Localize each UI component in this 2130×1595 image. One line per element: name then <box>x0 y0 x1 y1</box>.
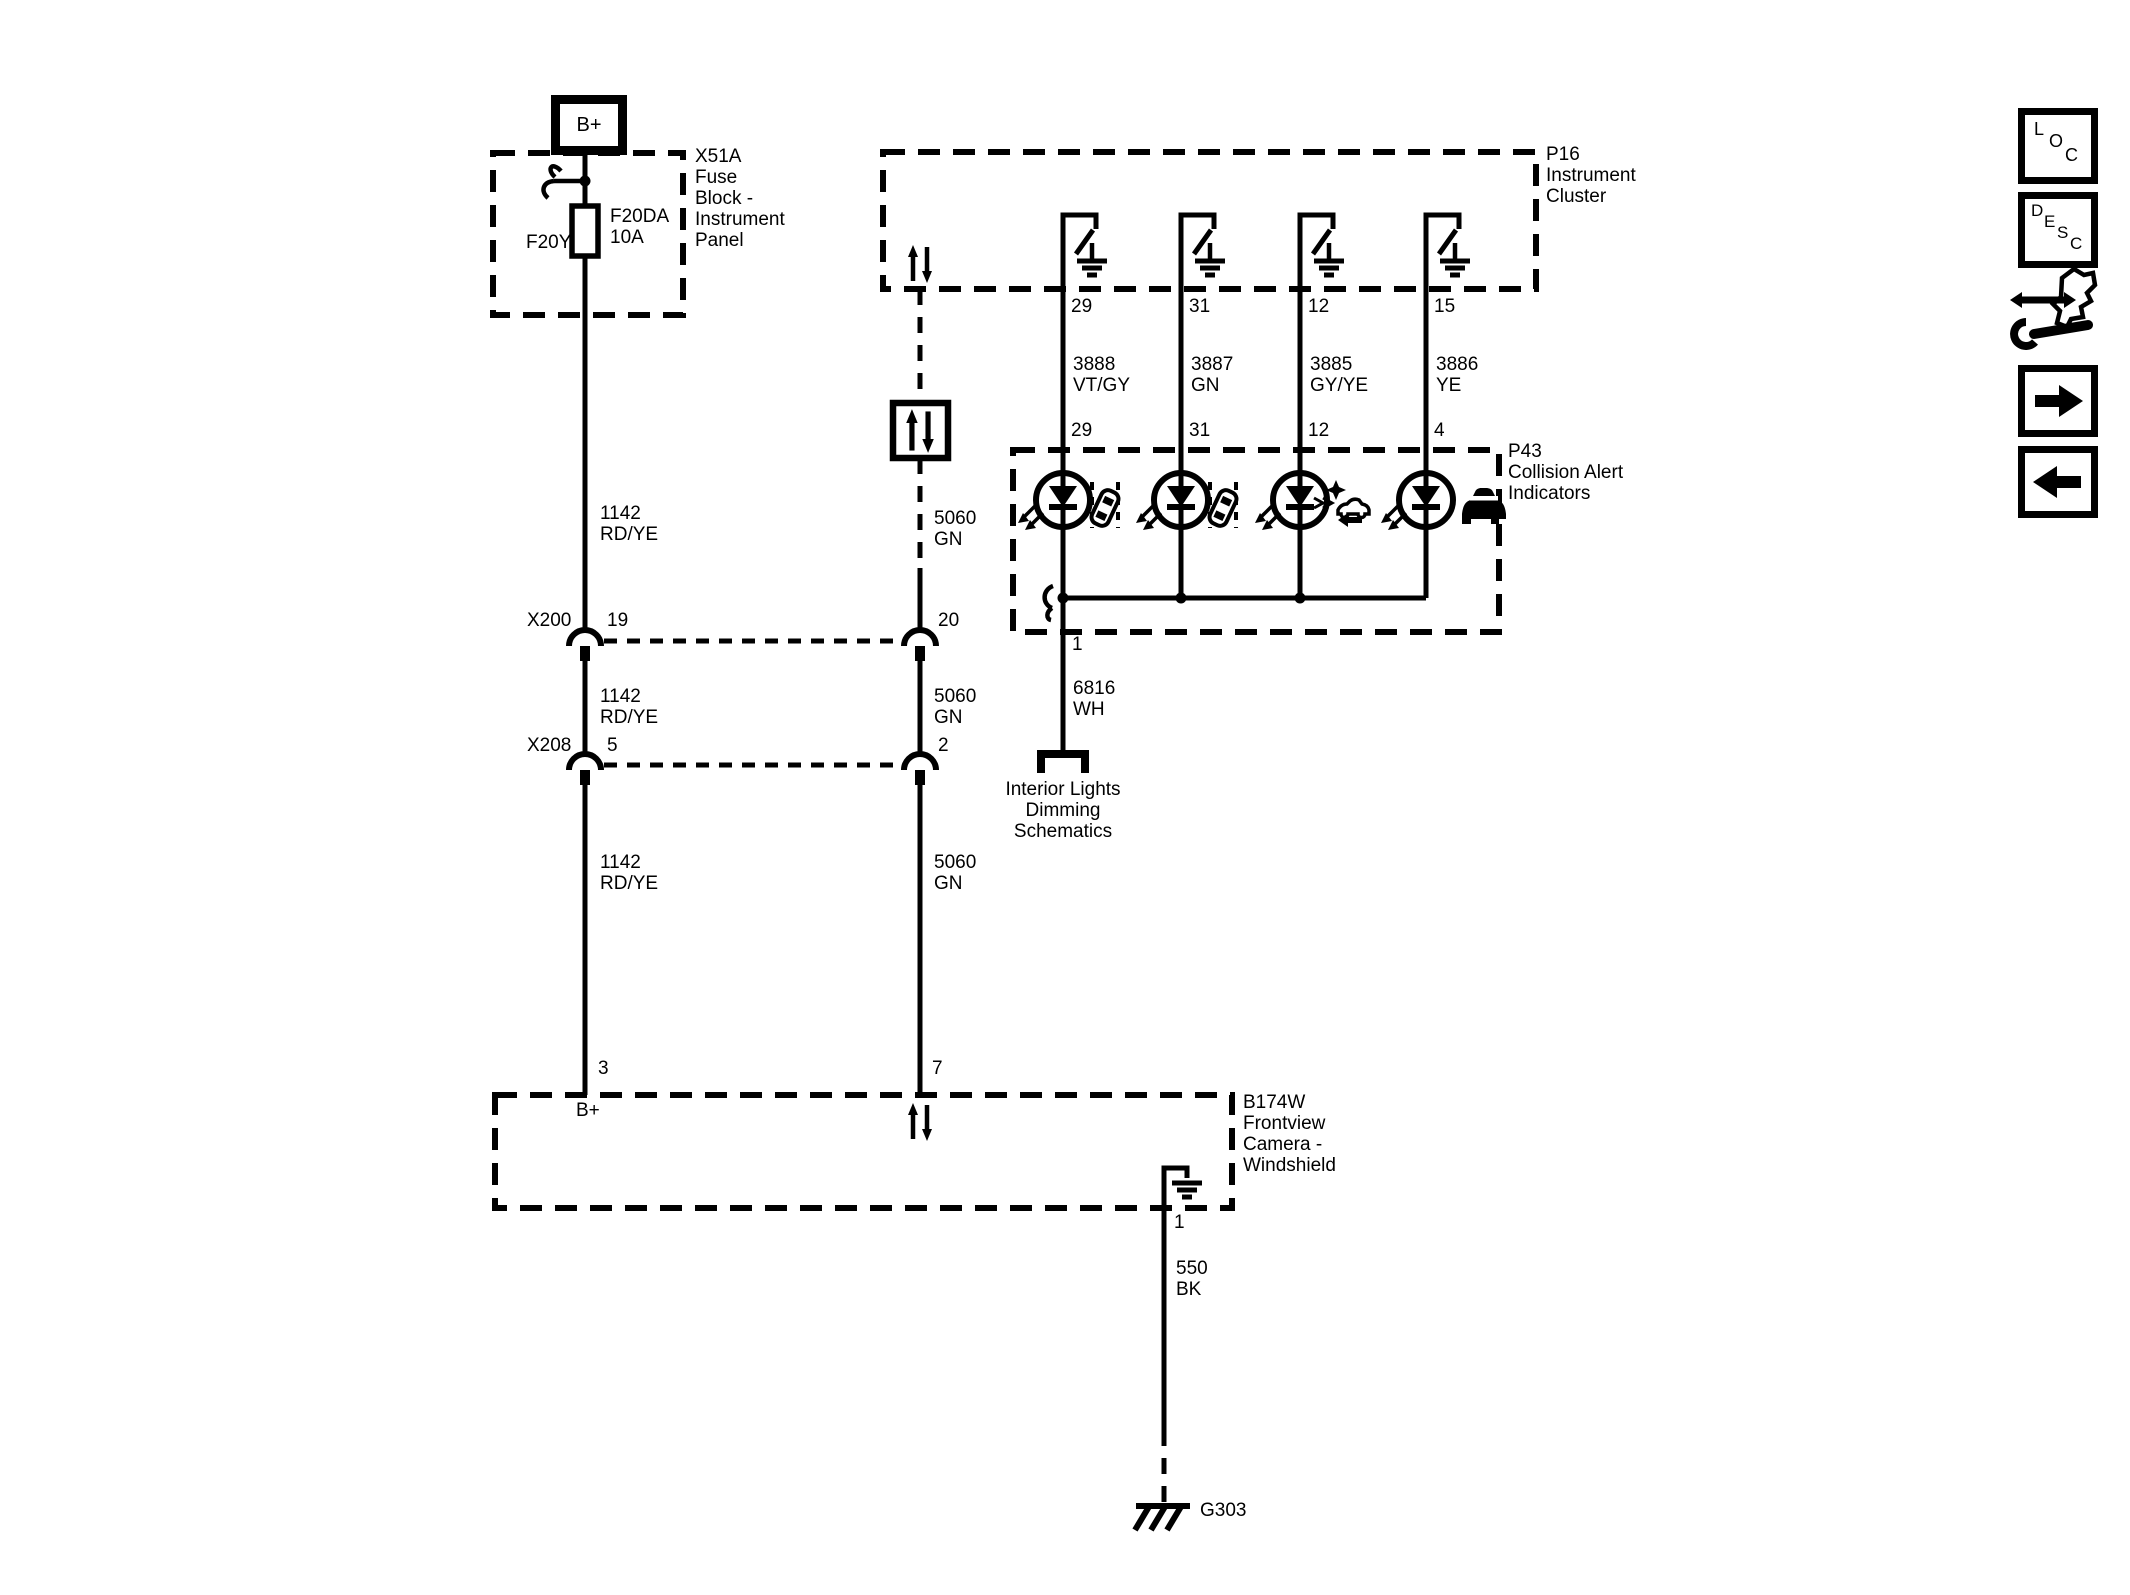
p43-pin-31: 31 <box>1189 420 1211 441</box>
harness-repair-button[interactable] <box>2008 266 2098 350</box>
offpage-connector-bracket[interactable] <box>1037 750 1089 773</box>
wire-label-3885: 3885 GY/YE <box>1310 354 1369 396</box>
harness-repair-icon <box>2010 266 2098 350</box>
vehicle-ahead-icon <box>1462 488 1506 524</box>
connector-x208-name: X208 <box>527 735 572 756</box>
loc-letter-c: C <box>2065 145 2078 165</box>
lane-departure-left-icon <box>1087 480 1123 531</box>
driver-switch-ground-icon <box>1426 215 1470 289</box>
wire-label-5060-1: 5060 GN <box>934 508 977 550</box>
camera-pin-1: 1 <box>1174 1212 1185 1233</box>
collision-indicators-box <box>1010 447 1502 635</box>
wire-label-1142-1: 1142 RD/YE <box>600 503 659 545</box>
connector-x208-pin-left: 5 <box>607 735 618 756</box>
previous-page-button[interactable] <box>2018 446 2098 518</box>
loc-button[interactable]: L O C <box>2018 108 2098 184</box>
fuse-name-label: F20DA 10A <box>610 206 670 248</box>
p16-pin-31: 31 <box>1189 296 1211 317</box>
p16-pin-12: 12 <box>1308 296 1330 317</box>
g303-ground-icon <box>1132 1503 1190 1532</box>
connector-x208-right-icon <box>904 754 936 785</box>
serial-data-icon <box>908 1103 932 1141</box>
desc-button[interactable]: D E S C <box>2018 192 2098 268</box>
camera-label: B174W Frontview Camera - Windshield <box>1243 1092 1336 1176</box>
loc-letter-l: L <box>2034 119 2045 139</box>
connector-x208-left-icon <box>569 754 601 785</box>
driver-switch-ground-icon <box>1300 215 1344 289</box>
connector-x200-pin-left: 19 <box>607 610 629 631</box>
desc-letter-c: C <box>2070 234 2083 253</box>
p43-pin-12: 12 <box>1308 420 1330 441</box>
clip-icon <box>541 164 591 200</box>
instrument-cluster-label: P16 Instrument Cluster <box>1546 144 1636 207</box>
p43-pin-4: 4 <box>1434 420 1445 441</box>
connector-x200-name: X200 <box>527 610 572 631</box>
camera-pin-3: 3 <box>598 1058 609 1079</box>
desc-letter-e: E <box>2044 212 2056 231</box>
instrument-cluster-box <box>880 149 1539 292</box>
p43-pin-29: 29 <box>1071 420 1093 441</box>
collision-indicators-label: P43 Collision Alert Indicators <box>1508 441 1624 504</box>
wire-label-6816: 6816 WH <box>1073 678 1116 720</box>
clip-icon <box>1042 583 1055 623</box>
led-indicator-icon <box>1018 473 1090 530</box>
wire-label-3888: 3888 VT/GY <box>1073 354 1131 396</box>
loc-letter-o: O <box>2049 131 2064 151</box>
ground-g303-label: G303 <box>1200 1500 1247 1521</box>
wire-label-1142-2: 1142 RD/YE <box>600 686 659 728</box>
battery-terminal-label: B+ <box>576 113 602 136</box>
forward-collision-alert-icon <box>1313 480 1371 527</box>
driver-switch-ground-icon <box>1063 215 1107 289</box>
left-arrow-icon <box>2033 466 2081 498</box>
wire-label-1142-3: 1142 RD/YE <box>600 852 659 894</box>
camera-box <box>492 1092 1235 1211</box>
connector-x200-pin-right: 20 <box>938 610 960 631</box>
p43-pin-out: 1 <box>1072 634 1083 655</box>
fuse-position-label: F20Y <box>526 232 572 253</box>
camera-bplus-net: B+ <box>576 1100 600 1121</box>
camera-ground-icon <box>1161 1165 1202 1208</box>
wire-label-550: 550 BK <box>1176 1258 1208 1300</box>
fuse-f20da-icon <box>569 203 601 259</box>
connector-x200-left-icon <box>569 630 601 661</box>
battery-terminal: B+ <box>551 95 627 155</box>
led-indicator-icon <box>1255 473 1327 530</box>
fuse-block-label: X51A Fuse Block - Instrument Panel <box>695 146 785 251</box>
serial-data-icon <box>908 245 932 283</box>
connector-x208-pin-right: 2 <box>938 735 949 756</box>
desc-letter-d: D <box>2031 201 2044 220</box>
driver-switch-ground-icon <box>1181 215 1225 289</box>
led-indicator-icon <box>1136 473 1208 530</box>
wire-label-5060-3: 5060 GN <box>934 852 977 894</box>
wire-label-5060-2: 5060 GN <box>934 686 977 728</box>
p16-pin-29: 29 <box>1071 296 1093 317</box>
lane-departure-right-icon <box>1205 480 1241 531</box>
wire-label-3886: 3886 YE <box>1436 354 1479 396</box>
right-arrow-icon <box>2035 385 2083 417</box>
camera-pin-7: 7 <box>932 1058 943 1079</box>
led-indicator-icon <box>1381 473 1453 530</box>
desc-letter-s: S <box>2057 223 2069 242</box>
serial-data-link-box <box>889 399 952 462</box>
connector-x200-right-icon <box>904 630 936 661</box>
next-page-button[interactable] <box>2018 365 2098 437</box>
wire-label-3887: 3887 GN <box>1191 354 1234 396</box>
p16-pin-15: 15 <box>1434 296 1456 317</box>
offpage-reference-label[interactable]: Interior Lights Dimming Schematics <box>1005 779 1121 842</box>
